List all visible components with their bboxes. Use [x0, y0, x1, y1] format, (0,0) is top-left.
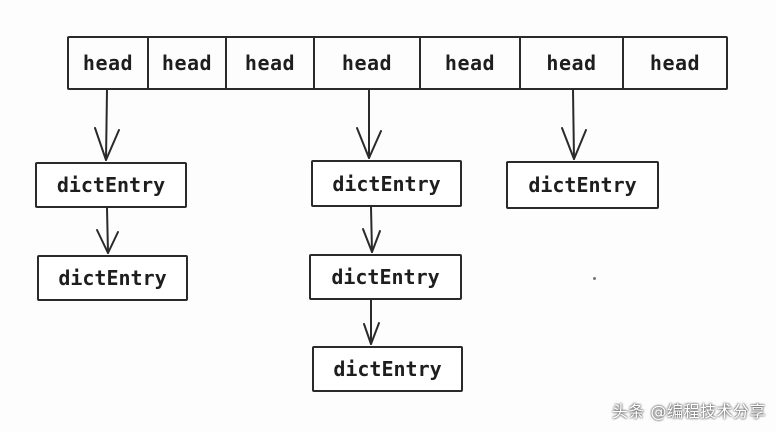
chain-1-entry-1: dictEntry [309, 254, 462, 300]
bucket-0: head [69, 38, 149, 88]
bucket-5: head [521, 38, 624, 88]
chain-0-entry-0: dictEntry [35, 162, 187, 208]
chain-0-entry-1: dictEntry [37, 255, 188, 301]
arrow-bucket0-to-entry [94, 89, 120, 161]
bucket-array: head head head head head head head [67, 36, 728, 90]
bucket-3: head [315, 38, 421, 88]
bucket-6: head [649, 51, 701, 75]
chain-1-entry-2: dictEntry [312, 346, 463, 392]
arrow-entry-to-entry [96, 207, 119, 254]
watermark: 头条 @编程技术分享 [611, 402, 766, 421]
bucket-2: head [227, 38, 315, 88]
arrow-entry-to-entry [363, 299, 380, 345]
arrow-entry-to-entry [362, 206, 381, 253]
chain-1-entry-0: dictEntry [311, 160, 462, 207]
arrow-bucket3-to-entry [356, 89, 382, 159]
bucket-1: head [149, 38, 227, 88]
stray-dot [593, 277, 596, 280]
chain-2-entry-0: dictEntry [506, 161, 659, 209]
arrow-bucket5-to-entry [561, 89, 587, 160]
bucket-4: head [421, 38, 521, 88]
